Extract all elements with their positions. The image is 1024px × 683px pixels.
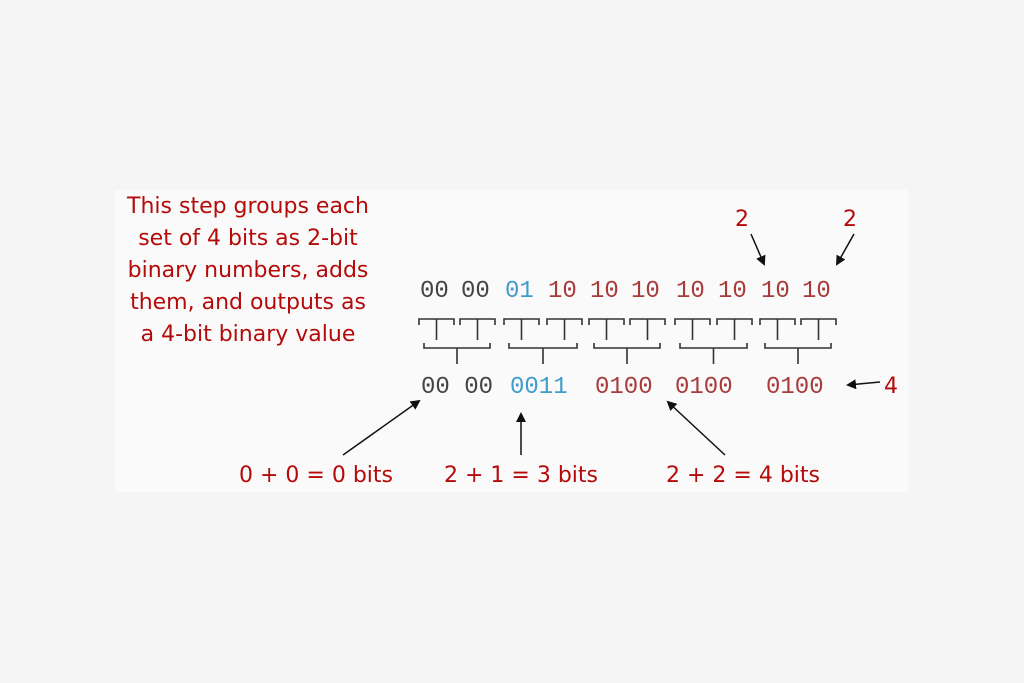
pair-bracket [459,318,496,340]
output-value: 0100 [675,374,733,401]
annotation-two-right: 2 [843,207,857,232]
pair-bracket [588,318,625,340]
pair-bracket [503,318,540,340]
output-value: 0100 [595,374,653,401]
pair-bracket [759,318,796,340]
description-text: This step groups each set of 4 bits as 2… [126,194,369,347]
group-bracket [764,343,832,364]
input-bit-pair: 10 [718,278,747,305]
arrow-icon [846,379,881,390]
pair-bracket [546,318,583,340]
pair-bracket [418,318,455,340]
arrow-icon [836,233,855,266]
adder-brackets [418,318,837,364]
label-four-bits: 2 + 2 = 4 bits [666,463,820,488]
description-line: binary numbers, adds [128,258,369,283]
pair-bracket [674,318,711,340]
annotation-two-left: 2 [735,207,749,232]
pair-bracket [716,318,753,340]
group-bracket [508,343,578,364]
description-line: This step groups each [126,194,369,219]
diagram-panel [115,190,908,492]
group-bracket [593,343,661,364]
input-bit-pair: 10 [548,278,577,305]
arrow-icon [666,400,726,456]
input-bit-pair: 01 [505,278,534,305]
description-line: them, and outputs as [130,290,366,315]
annotation-four: 4 [884,374,898,399]
output-value: 0100 [766,374,824,401]
group-bracket [423,343,491,364]
output-value: 00 00 [421,374,493,401]
input-bit-pair: 10 [590,278,619,305]
output-value: 0011 [510,374,568,401]
pair-bracket [800,318,837,340]
label-zero-bits: 0 + 0 = 0 bits [239,463,393,488]
description-line: a 4-bit binary value [141,322,356,347]
pair-bracket [629,318,666,340]
output-values: 00 00 0011 0100 0100 0100 [421,374,824,401]
input-bit-pair: 10 [676,278,705,305]
description-line: set of 4 bits as 2-bit [138,226,358,251]
input-bit-pair: 00 [420,278,449,305]
input-bit-pair: 10 [761,278,790,305]
arrow-icon [342,399,421,456]
label-three-bits: 2 + 1 = 3 bits [444,463,598,488]
input-bit-pair: 10 [631,278,660,305]
input-bit-pairs: 00 00 01 10 10 10 10 10 10 10 [420,278,831,305]
input-bit-pair: 00 [461,278,490,305]
group-bracket [679,343,748,364]
input-bit-pair: 10 [802,278,831,305]
arrow-icon [750,233,766,266]
